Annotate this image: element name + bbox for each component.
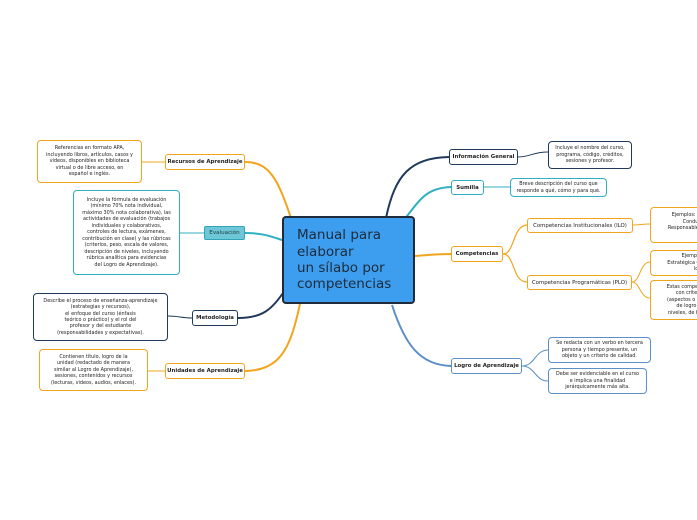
connector-ilo-detail [632, 223, 651, 226]
connector-ilo [502, 224, 528, 255]
unidades-de-aprendizaje-detail[interactable]: Contienen título, logro de la unidad (re… [39, 349, 148, 391]
competencias-institucionales-detail[interactable]: Ejemplos: Pen Conducta Responsable, Li p [650, 207, 697, 243]
connector-evaluacion [244, 232, 283, 241]
sumilla-detail[interactable]: Breve descripción del curso que responde… [510, 178, 607, 197]
recursos-de-aprendizaje-detail[interactable]: Referencias en formato APA, incluyendo l… [37, 140, 142, 183]
branch-logro-de-aprendizaje[interactable]: Logro de Aprendizaje [451, 358, 522, 374]
connector-plo-detail1 [631, 261, 651, 283]
branch-competencias[interactable]: Competencias [451, 246, 503, 262]
connector-info [385, 156, 450, 219]
connector-competencias [413, 253, 452, 257]
competencias-programaticas-detail-2[interactable]: Estas competen con criterios (aspectos o… [650, 280, 697, 320]
branch-sumilla[interactable]: Sumilla [451, 180, 484, 195]
branch-evaluacion[interactable]: Evaluación [204, 226, 245, 240]
informacion-general-detail[interactable]: Incluye el nombre del curso, programa, c… [548, 141, 632, 169]
connector-recursos [244, 161, 292, 219]
logro-de-aprendizaje-detail-1[interactable]: Se redacta con un verbo en tercera perso… [548, 337, 651, 363]
connector-logro [391, 304, 452, 367]
connector-plo [502, 253, 528, 283]
branch-recursos-de-aprendizaje[interactable]: Recursos de Aprendizaje [165, 154, 245, 170]
connector-logro-detail2 [521, 365, 549, 382]
metodologia-detail[interactable]: Describe el proceso de enseñanza-aprendi… [33, 293, 168, 341]
connector-unidades [244, 303, 301, 372]
branch-unidades-de-aprendizaje[interactable]: Unidades de Aprendizaje [165, 363, 245, 379]
connector-metodologia [237, 289, 286, 319]
central-topic[interactable]: Manual para elaborar un sílabo por compe… [282, 216, 415, 304]
sub-competencias-institucionales[interactable]: Competencias Institucionales (ILO) [527, 218, 633, 233]
competencias-programaticas-detail-1[interactable]: Ejemplo: I Estratégica Glol los N [650, 250, 697, 276]
sub-competencias-programaticas[interactable]: Competencias Programáticas (PLO) [527, 275, 632, 290]
connector-metodologia-detail [167, 315, 193, 319]
logro-de-aprendizaje-detail-2[interactable]: Debe ser evidenciable en el curso e impl… [548, 368, 647, 394]
connector-plo-detail2 [631, 281, 651, 299]
connector-info-detail [517, 151, 549, 158]
branch-metodologia[interactable]: Metodología [192, 310, 238, 326]
evaluacion-detail[interactable]: Incluye la fórmula de evaluación (mínimo… [73, 190, 180, 275]
connector-logro-detail1 [521, 349, 549, 367]
branch-informacion-general[interactable]: Información General [449, 149, 518, 165]
